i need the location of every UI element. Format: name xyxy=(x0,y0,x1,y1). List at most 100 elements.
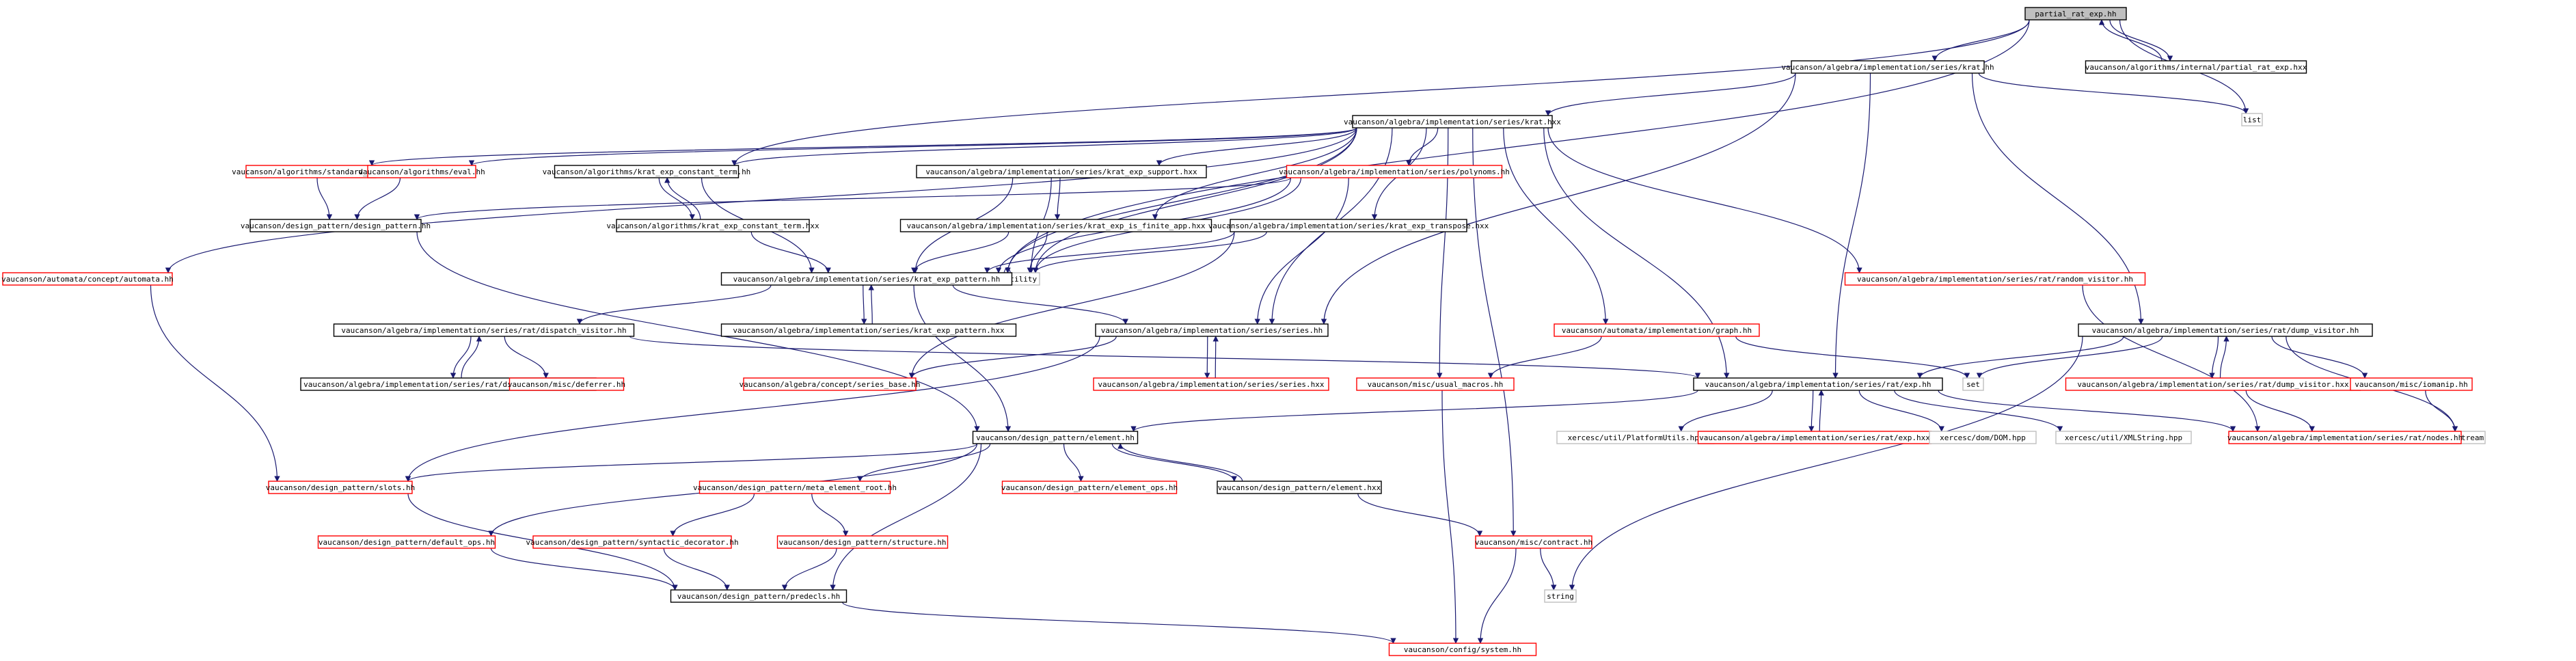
node-rat-exp-hh[interactable]: vaucanson/algebra/implementation/series/… xyxy=(1693,377,1943,391)
edge-syntactic-decorator-hh-to-predecls-hh xyxy=(663,548,730,591)
edge-dispatch-visitor-hh-to-dispatch-visitor-hxx xyxy=(450,336,472,379)
node-label: vaucanson/design_pattern/element.hxx xyxy=(1218,483,1381,492)
edge-line xyxy=(1054,177,1061,220)
edge-line xyxy=(658,177,695,220)
node-krat-exp-pattern-hxx[interactable]: vaucanson/algebra/implementation/series/… xyxy=(720,323,1017,337)
node-krat-exp-constant-term-hxx[interactable]: vaucanson/algorithms/krat_exp_constant_t… xyxy=(606,219,819,232)
node-dispatch-visitor-hh[interactable]: vaucanson/algebra/implementation/series/… xyxy=(333,323,635,337)
edge-default-ops-hh-to-predecls-hh xyxy=(490,548,678,591)
node-label: vaucanson/algebra/implementation/series/… xyxy=(1781,63,1994,72)
node-series-series-hh[interactable]: vaucanson/algebra/implementation/series/… xyxy=(1095,323,1329,337)
node-deferrer-hh[interactable]: vaucanson/misc/deferrer.hh xyxy=(508,377,625,391)
edge-line xyxy=(913,284,1012,432)
node-krat-exp-transpose-hxx[interactable]: vaucanson/algebra/implementation/series/… xyxy=(1208,219,1489,232)
node-usual-macros-hh[interactable]: vaucanson/misc/usual_macros.hh xyxy=(1356,377,1515,391)
node-series-krat-hxx[interactable]: vaucanson/algebra/implementation/series/… xyxy=(1344,115,1561,129)
node-box xyxy=(2241,113,2263,126)
node-eval-hh[interactable]: vaucanson/algorithms/eval.hh xyxy=(358,165,485,178)
node-krat-exp-is-finite-app-hxx[interactable]: vaucanson/algebra/implementation/series/… xyxy=(899,219,1212,232)
node-concept-automata-hh[interactable]: vaucanson/automata/concept/automata.hh xyxy=(1,272,174,286)
node-label: vaucanson/design_pattern/predecls.hh xyxy=(677,592,840,601)
node-krat-exp-pattern-hh[interactable]: vaucanson/algebra/implementation/series/… xyxy=(720,272,1013,286)
node-label: set xyxy=(1966,380,1980,389)
edge-krat-exp-pattern-hh-to-krat-exp-pattern-hxx xyxy=(861,284,867,325)
node-dump-visitor-hh[interactable]: vaucanson/algebra/implementation/series/… xyxy=(2078,323,2373,337)
node-box xyxy=(1095,323,1329,337)
edge-krat-exp-pattern-hh-to-dispatch-visitor-hh xyxy=(576,284,772,325)
node-box xyxy=(899,219,1212,232)
node-series-base-hh[interactable]: vaucanson/algebra/concept/series_base.hh xyxy=(740,377,921,391)
node-label: vaucanson/misc/usual_macros.hh xyxy=(1368,380,1504,389)
node-label: vaucanson/misc/contract.hh xyxy=(1475,538,1592,547)
node-internal-partial-rat-exp-hxx[interactable]: vaucanson/algorithms/internal/partial_ra… xyxy=(2085,60,2307,74)
edge-line xyxy=(1545,72,1796,116)
node-meta-element-root-hh[interactable]: vaucanson/design_pattern/meta_element_ro… xyxy=(693,481,897,494)
node-label: utility xyxy=(1005,275,1038,284)
edge-line xyxy=(316,177,333,220)
edge-dump-visitor-hh-to-rat-exp-hh xyxy=(1916,336,2124,379)
node-design-pattern-hh[interactable]: vaucanson/design_pattern/design_pattern.… xyxy=(241,219,431,232)
edge-line xyxy=(731,19,2030,166)
node-label: vaucanson/design_pattern/slots.hh xyxy=(266,483,416,492)
edge-line xyxy=(670,493,755,537)
edge-line xyxy=(1858,390,1944,432)
node-series-krat-hh[interactable]: vaucanson/algebra/implementation/series/… xyxy=(1781,60,1994,74)
edge-line xyxy=(830,443,982,591)
node-series-series-hxx[interactable]: vaucanson/algebra/implementation/series/… xyxy=(1093,377,1329,391)
node-box xyxy=(1475,535,1592,549)
edge-line xyxy=(629,336,1700,379)
edge-krat-exp-transpose-hxx-to-series-base-hh xyxy=(908,231,1235,379)
edge-line xyxy=(1477,548,1517,644)
edge-line xyxy=(861,284,867,325)
edge-line xyxy=(984,231,1235,273)
node-krat-exp-support-hxx[interactable]: vaucanson/algebra/implementation/series/… xyxy=(916,165,1207,178)
edge-line xyxy=(1111,443,1237,482)
node-predecls-hh[interactable]: vaucanson/design_pattern/predecls.hh xyxy=(670,589,848,603)
edge-line xyxy=(2425,390,2458,432)
edge-line xyxy=(1027,231,1048,273)
node-box xyxy=(972,431,1139,444)
node-config-system-hh[interactable]: vaucanson/config/system.hh xyxy=(1388,643,1537,656)
node-label: vaucanson/design_pattern/syntactic_decor… xyxy=(526,538,738,547)
edge-partial-rat-exp-hh-to-krat-exp-constant-term-hh xyxy=(731,19,2030,166)
node-slots-hh[interactable]: vaucanson/design_pattern/slots.hh xyxy=(266,481,416,494)
node-rat-exp-hxx[interactable]: vaucanson/algebra/implementation/series/… xyxy=(1697,431,1932,444)
edge-graph-hh-to-set xyxy=(1735,336,1970,379)
edge-line xyxy=(1130,390,1698,432)
node-label: vaucanson/algebra/implementation/series/… xyxy=(1098,380,1325,389)
node-element-hxx[interactable]: vaucanson/design_pattern/element.hxx xyxy=(1217,481,1382,494)
node-box xyxy=(1929,431,2037,444)
node-default-ops-hh[interactable]: vaucanson/design_pattern/default_ops.hh xyxy=(317,535,496,549)
node-misc-contract-hh[interactable]: vaucanson/misc/contract.hh xyxy=(1475,535,1592,549)
node-label: vaucanson/algebra/implementation/series/… xyxy=(341,326,626,335)
node-iomanip-hh[interactable]: vaucanson/misc/iomanip.hh xyxy=(2350,377,2473,391)
edge-line xyxy=(1320,72,1796,325)
node-krat-exp-constant-term-hh[interactable]: vaucanson/algorithms/krat_exp_constant_t… xyxy=(543,165,751,178)
node-standard-of-hh[interactable]: vaucanson/algorithms/standard_of.hh xyxy=(232,165,390,178)
node-structure-hh[interactable]: vaucanson/design_pattern/structure.hh xyxy=(776,535,949,549)
edge-line xyxy=(857,443,991,482)
node-box xyxy=(532,535,732,549)
edge-element-hxx-to-misc-contract-hh xyxy=(1357,493,1483,537)
node-syntactic-decorator-hh[interactable]: vaucanson/design_pattern/syntactic_decor… xyxy=(526,535,739,549)
node-label: vaucanson/misc/iomanip.hh xyxy=(2355,380,2468,389)
node-box xyxy=(1544,589,1577,603)
node-nodes-hh[interactable]: vaucanson/algebra/implementation/series/… xyxy=(2227,431,2463,444)
node-random-visitor-hh[interactable]: vaucanson/algebra/implementation/series/… xyxy=(1844,272,2146,286)
node-dump-visitor-hxx[interactable]: vaucanson/algebra/implementation/series/… xyxy=(2065,377,2361,391)
edge-line xyxy=(1032,127,1357,273)
edge-element-hh-to-slots-hh xyxy=(405,443,978,482)
node-series-polynoms-hh[interactable]: vaucanson/algebra/implementation/series/… xyxy=(1279,165,1510,178)
node-box xyxy=(2024,7,2127,21)
edge-line xyxy=(1569,336,2083,591)
node-element-ops-hh[interactable]: vaucanson/design_pattern/element_ops.hh xyxy=(1001,481,1178,494)
node-label: vaucanson/algorithms/krat_exp_constant_t… xyxy=(543,167,751,176)
node-label: vaucanson/algebra/implementation/series/… xyxy=(1699,433,1930,442)
node-graph-hh[interactable]: vaucanson/automata/implementation/graph.… xyxy=(1554,323,1760,337)
node-label: vaucanson/algebra/implementation/series/… xyxy=(733,326,1005,335)
node-partial-rat-exp-hh[interactable]: partial_rat_exp.hh xyxy=(2024,7,2127,21)
node-box xyxy=(1230,219,1467,232)
node-element-hh[interactable]: vaucanson/design_pattern/element.hh xyxy=(972,431,1139,444)
node-label: partial_rat_exp.hh xyxy=(2035,10,2116,18)
node-box xyxy=(1352,115,1553,129)
